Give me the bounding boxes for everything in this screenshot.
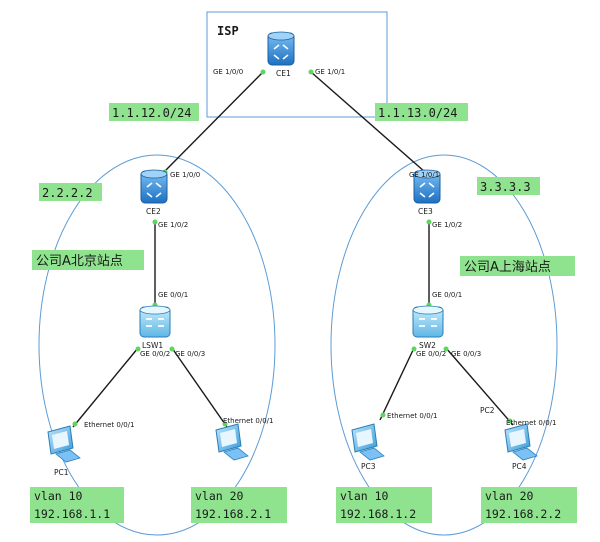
host-vlan-pc1: vlan 10 — [34, 489, 83, 503]
device-label-pc4-extra: PC2 — [480, 406, 495, 415]
link-sw2-pc3 — [379, 347, 415, 421]
port-dot — [169, 346, 175, 352]
port-label: GE 1/0/2 — [158, 221, 188, 229]
pc-icon[interactable] — [504, 423, 538, 461]
site-label-shanghai: 公司A上海站点 — [464, 260, 551, 275]
router-icon[interactable] — [413, 169, 441, 204]
link-lsw1-pc1 — [72, 347, 139, 428]
port-dot — [135, 346, 141, 352]
site-label-beijing: 公司A北京站点 — [36, 254, 123, 269]
router-icon[interactable] — [267, 31, 295, 66]
host-ip-pc1: 192.168.1.1 — [34, 507, 110, 521]
loopback-label-ce2: 2.2.2.2 — [42, 186, 93, 200]
host-vlan-pc3: vlan 10 — [340, 489, 389, 503]
network-label-right-link: 1.1.13.0/24 — [378, 106, 457, 120]
port-label: GE 0/0/1 — [158, 291, 188, 299]
beijing-site-boundary — [38, 154, 276, 536]
port-dot — [507, 418, 513, 424]
device-label-pc4: PC4 — [512, 462, 527, 471]
device-label-pc3: PC3 — [361, 462, 376, 471]
port-dots — [72, 69, 513, 427]
pc-icon[interactable] — [351, 423, 385, 461]
loopback-label-ce3: 3.3.3.3 — [480, 180, 531, 194]
isp-boundary — [206, 11, 388, 118]
switch-icon[interactable] — [412, 305, 444, 338]
port-label: GE 1/0/0 — [213, 68, 243, 76]
port-label: GE 0/0/2 — [416, 350, 446, 358]
host-ip-pc3: 192.168.1.2 — [340, 507, 416, 521]
link-ce1-ce2 — [162, 71, 264, 174]
port-label: GE 0/0/1 — [432, 291, 462, 299]
link-sw2-pc4 — [445, 347, 514, 426]
host-ip-pc2: 192.168.2.1 — [195, 507, 271, 521]
device-label-ce1: CE1 — [276, 69, 291, 78]
port-label: GE 1/0/0 — [170, 171, 200, 179]
port-dot — [380, 412, 386, 418]
port-dot — [411, 346, 417, 352]
shanghai-site-boundary — [330, 154, 558, 536]
device-label-ce2: CE2 — [146, 207, 161, 216]
links — [72, 71, 514, 428]
router-icon[interactable] — [140, 169, 168, 204]
port-label: GE 1/0/1 — [409, 171, 439, 179]
port-dot — [222, 421, 228, 427]
port-dot — [426, 219, 432, 225]
port-label: GE 0/0/3 — [451, 350, 481, 358]
port-label: Ethernet 0/0/1 — [84, 421, 134, 429]
port-label: GE 1/0/2 — [432, 221, 462, 229]
link-ce1-ce3 — [310, 71, 426, 173]
port-dot — [152, 219, 158, 225]
pc-icon[interactable] — [215, 423, 249, 461]
device-label-sw2: SW2 — [419, 341, 436, 350]
port-label: Ethernet 0/0/1 — [506, 419, 556, 427]
port-label: GE 0/0/2 — [140, 350, 170, 358]
host-vlan-pc4: vlan 20 — [485, 489, 534, 503]
host-vlan-pc2: vlan 20 — [195, 489, 244, 503]
isp-label: ISP — [217, 24, 239, 38]
device-label-lsw1: LSW1 — [142, 341, 163, 350]
port-label: Ethernet 0/0/1 — [387, 412, 437, 420]
device-label-pc1: PC1 — [54, 468, 69, 477]
pc-icon[interactable] — [47, 425, 81, 463]
switch-icon[interactable] — [139, 305, 171, 338]
port-label: GE 0/0/3 — [175, 350, 205, 358]
port-label: Ethernet 0/0/1 — [223, 417, 273, 425]
port-label: GE 1/0/1 — [315, 68, 345, 76]
port-dot — [443, 346, 449, 352]
network-label-left-link: 1.1.12.0/24 — [112, 106, 191, 120]
port-dot — [72, 421, 78, 427]
device-label-ce3: CE3 — [418, 207, 433, 216]
port-dot — [260, 69, 266, 75]
port-dot — [308, 69, 314, 75]
host-ip-pc4: 192.168.2.2 — [485, 507, 561, 521]
link-lsw1-pc2 — [171, 347, 228, 428]
